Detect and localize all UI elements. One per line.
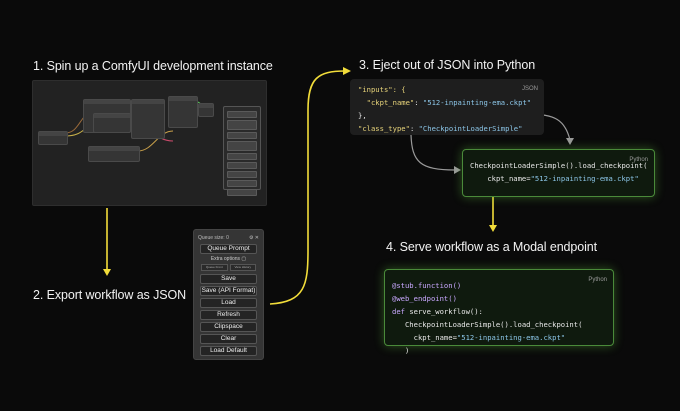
mini-clipspace-button <box>227 171 257 178</box>
checkbox-icon[interactable]: ▢ <box>241 256 247 262</box>
node-ksampler <box>131 99 165 139</box>
arrowhead-step4 <box>489 225 497 232</box>
python2-line-4: CheckpointLoaderSimple().load_checkpoint… <box>404 320 583 329</box>
menu-small-buttons: Queue Front View History <box>201 264 256 271</box>
extra-options-toggle[interactable]: Extra options ▢ <box>198 256 259 262</box>
clear-button[interactable]: Clear <box>200 334 257 344</box>
python-panel-label: Python <box>629 157 648 163</box>
load-default-button[interactable]: Load Default <box>200 346 257 356</box>
menu-header: Queue size: 0 ⚙ ✕ <box>198 235 259 241</box>
arrowhead-gray-right <box>566 138 574 145</box>
mini-queue-button <box>227 111 257 118</box>
mini-clear-button <box>227 180 257 187</box>
python2-line-5: ckpt_name="512-inpainting-ema.ckpt" <box>413 333 566 342</box>
step-1-title: 1. Spin up a ComfyUI development instanc… <box>33 59 273 73</box>
step-3-title: 3. Eject out of JSON into Python <box>359 58 536 72</box>
view-history-button[interactable]: View History <box>229 264 256 271</box>
node-decode <box>168 96 198 128</box>
python2-line-1: @stub.function() <box>392 281 462 290</box>
mini-extra-button <box>227 120 257 130</box>
arrow-menu-to-step3 <box>269 70 346 305</box>
arrowhead-step2 <box>103 269 111 276</box>
python-panel-serve: Python @stub.function() @web_endpoint() … <box>384 269 614 355</box>
arrowhead-step3 <box>343 67 351 75</box>
mini-load-default-button <box>227 189 257 196</box>
mini-save-api-button <box>227 141 257 151</box>
json-line-3: }, <box>358 111 367 120</box>
queue-front-button[interactable]: Queue Front <box>201 264 228 271</box>
menu-gear-icon[interactable]: ⚙ ✕ <box>248 235 259 241</box>
save-api-format-button[interactable]: Save (API Format) <box>200 286 257 296</box>
comfyui-menu-panel: Queue size: 0 ⚙ ✕ Queue Prompt Extra opt… <box>193 229 264 360</box>
node-checkpoint <box>38 131 68 145</box>
save-button[interactable]: Save <box>200 274 257 284</box>
arrow-json-to-python-left <box>410 134 456 171</box>
mini-menu-panel <box>223 106 261 196</box>
node-negative <box>93 113 131 133</box>
json-line-1: "inputs": { <box>358 85 406 94</box>
python2-line-3: def serve_workflow(): <box>392 307 483 316</box>
json-panel-label: JSON <box>521 86 538 92</box>
queue-prompt-button[interactable]: Queue Prompt <box>200 244 257 254</box>
python2-line-2: @web_endpoint() <box>392 294 457 303</box>
queue-size-label: Queue size: 0 <box>198 235 229 241</box>
mini-save-button <box>227 132 257 139</box>
mini-load-button <box>227 153 257 160</box>
mini-refresh-button <box>227 162 257 169</box>
python-line-2: ckpt_name="512-inpainting-ema.ckpt" <box>487 174 639 183</box>
python-line-1: CheckpointLoaderSimple().load_checkpoint… <box>470 161 648 170</box>
python-panel-eject: Python CheckpointLoaderSimple().load_che… <box>462 149 655 197</box>
python2-line-6: ) <box>404 346 410 355</box>
json-line-2: "ckpt_name": "512-inpainting-ema.ckpt" <box>366 98 532 107</box>
node-save <box>198 103 214 117</box>
json-code-panel: JSON "inputs": { "ckpt_name": "512-inpai… <box>350 79 544 135</box>
node-latent <box>88 146 140 162</box>
clipspace-button[interactable]: Clipspace <box>200 322 257 332</box>
load-button[interactable]: Load <box>200 298 257 308</box>
arrowhead-gray-left <box>454 166 461 174</box>
json-line-4: "class_type": "CheckpointLoaderSimple" <box>358 124 523 133</box>
python-panel-2-label: Python <box>588 277 607 283</box>
step-2-title: 2. Export workflow as JSON <box>33 288 187 302</box>
comfyui-screenshot <box>32 80 267 206</box>
refresh-button[interactable]: Refresh <box>200 310 257 320</box>
extra-options-label: Extra options <box>210 256 241 262</box>
step-4-title: 4. Serve workflow as a Modal endpoint <box>386 240 597 254</box>
